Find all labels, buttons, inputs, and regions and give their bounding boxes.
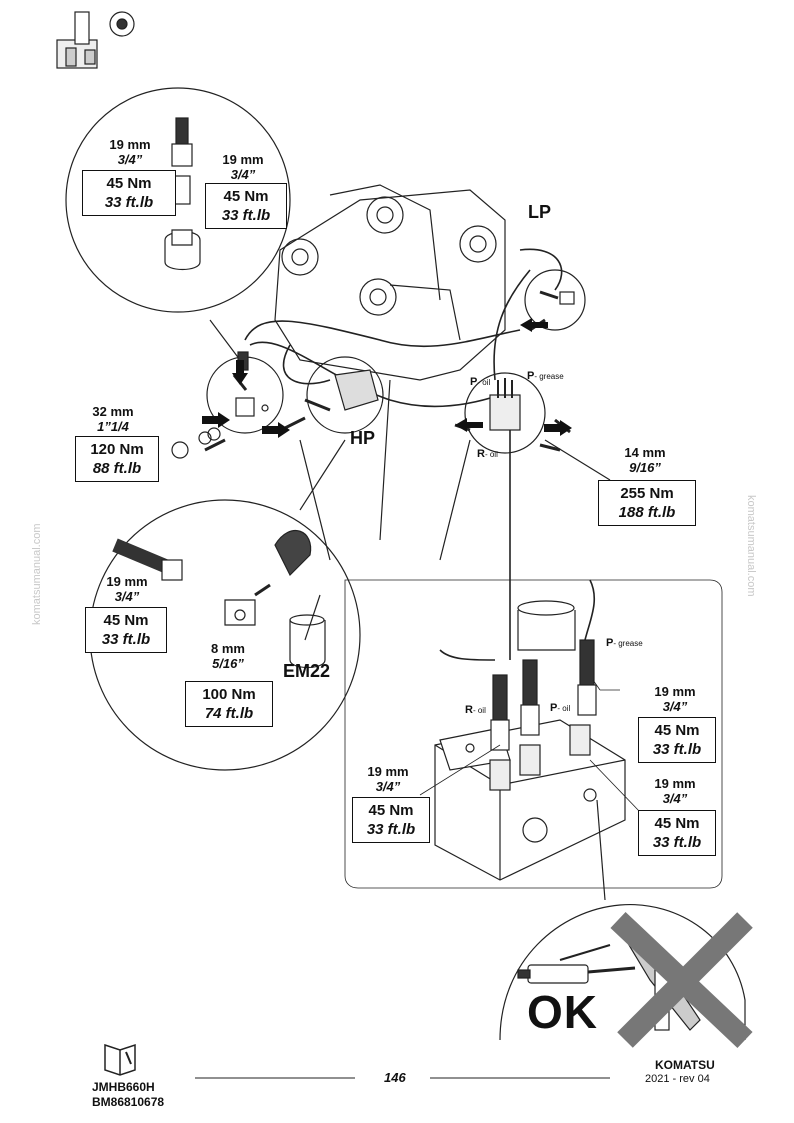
lp-label: LP	[528, 202, 552, 222]
direction-arrows	[202, 318, 572, 438]
leader-line	[209, 319, 241, 361]
port-label-p-oil: P- oil	[470, 376, 491, 388]
port-label-p-grease: P- grease	[606, 637, 643, 649]
torque-ftlb: 33 ft.lb	[221, 207, 271, 224]
size-mm: 8 mm	[211, 641, 245, 656]
port-label-p-grease: P- grease	[527, 370, 564, 382]
brand-name: KOMATSU	[655, 1058, 715, 1072]
size-mm: 19 mm	[222, 152, 264, 167]
page-number: 146	[384, 1070, 406, 1085]
torque-nm: 45 Nm	[103, 612, 149, 629]
detail-circle-fittings	[65, 87, 291, 313]
torque-nm: 255 Nm	[620, 485, 674, 502]
size-in: 3/4”	[117, 152, 143, 167]
detail-circle-grease-gun	[499, 904, 746, 1041]
torque-ftlb: 33 ft.lb	[652, 834, 702, 851]
torque-nm: 45 Nm	[106, 175, 152, 192]
size-in: 1”1/4	[97, 419, 129, 434]
size-in: 9/16”	[629, 460, 661, 475]
ok-label: OK	[527, 986, 598, 1038]
torque-ftlb: 33 ft.lb	[101, 631, 151, 648]
torque-nm: 45 Nm	[654, 815, 700, 832]
wrench-size-label: 19 mm 3/4”	[640, 776, 710, 806]
size-in: 3/4”	[375, 779, 401, 794]
size-mm: 19 mm	[109, 137, 151, 152]
size-in: 3/4”	[662, 699, 688, 714]
torque-box: 255 Nm 188 ft.lb	[598, 480, 696, 526]
detail-circle-lp	[524, 269, 586, 331]
size-in: 3/4”	[114, 589, 140, 604]
torque-box: 45 Nm 33 ft.lb	[352, 797, 430, 843]
torque-box: 45 Nm 33 ft.lb	[638, 717, 716, 763]
wrench-size-label: 19 mm 3/4”	[208, 152, 278, 182]
size-mm: 19 mm	[367, 764, 409, 779]
hp-label: HP	[350, 428, 376, 448]
torque-nm: 45 Nm	[223, 188, 269, 205]
torque-nm: 45 Nm	[368, 802, 414, 819]
wrench-size-label: 32 mm 1”1/4	[78, 404, 148, 434]
size-mm: 19 mm	[106, 574, 148, 589]
grease-gun-wrong	[610, 912, 753, 1048]
watermark-left: komatsumanual.com	[31, 523, 43, 626]
torque-box: 45 Nm 33 ft.lb	[638, 810, 716, 856]
port-label-r-oil: R- oil	[465, 704, 486, 716]
wrench-size-label: 19 mm 3/4”	[353, 764, 423, 794]
detail-circle-hp	[306, 356, 384, 434]
fitting-stack	[164, 117, 201, 271]
size-mm: 14 mm	[624, 445, 666, 460]
em22-label: EM22	[283, 661, 331, 681]
torque-box: 45 Nm 33 ft.lb	[205, 183, 287, 229]
torque-box: 100 Nm 74 ft.lb	[185, 681, 273, 727]
torque-ftlb: 33 ft.lb	[366, 821, 416, 838]
torque-nm: 120 Nm	[90, 441, 144, 458]
document-code: BM86810678	[92, 1095, 165, 1109]
detail-circle-distributor	[464, 372, 546, 454]
torque-nm: 100 Nm	[202, 686, 256, 703]
breaker-bracket	[274, 184, 506, 561]
torque-box: 45 Nm 33 ft.lb	[85, 607, 167, 653]
size-in: 3/4”	[662, 791, 688, 806]
size-mm: 19 mm	[654, 684, 696, 699]
revision-text: 2021 - rev 04	[645, 1073, 710, 1085]
torque-ftlb: 188 ft.lb	[618, 504, 676, 521]
torque-box: 120 Nm 88 ft.lb	[75, 436, 159, 482]
wrench-size-label: 19 mm 3/4”	[92, 574, 162, 604]
wrench-size-label: 19 mm 3/4”	[95, 137, 165, 167]
footer-doc-ids: JMHB660H BM86810678	[92, 1080, 164, 1110]
torque-ftlb: 33 ft.lb	[104, 194, 154, 211]
inset-frame	[344, 579, 723, 889]
wrench-size-label: 19 mm 3/4”	[640, 684, 710, 714]
hoses	[244, 248, 596, 661]
section-icon	[56, 11, 135, 69]
size-in: 5/16”	[212, 656, 244, 671]
model-code: JMHB660H	[92, 1080, 155, 1094]
size-mm: 32 mm	[92, 404, 134, 419]
size-mm: 19 mm	[654, 776, 696, 791]
torque-ftlb: 74 ft.lb	[204, 705, 254, 722]
watermark-right: komatsumanual.com	[745, 495, 757, 597]
plug-fitting	[171, 427, 226, 459]
torque-ftlb: 88 ft.lb	[92, 460, 142, 477]
callout-leaders	[419, 679, 641, 813]
torque-ftlb: 33 ft.lb	[652, 741, 702, 758]
wrench-size-label: 8 mm 5/16”	[193, 641, 263, 671]
grease-gun-ok	[517, 944, 636, 984]
manual-book-icon	[104, 1043, 136, 1076]
distributor-block	[434, 600, 626, 901]
size-in: 3/4”	[230, 167, 256, 182]
wrench-size-label: 14 mm 9/16”	[610, 445, 680, 475]
torque-nm: 45 Nm	[654, 722, 700, 739]
torque-box: 45 Nm 33 ft.lb	[82, 170, 176, 216]
port-label-r-oil: R- oil	[477, 448, 498, 460]
port-label-p-oil: P- oil	[550, 702, 571, 714]
